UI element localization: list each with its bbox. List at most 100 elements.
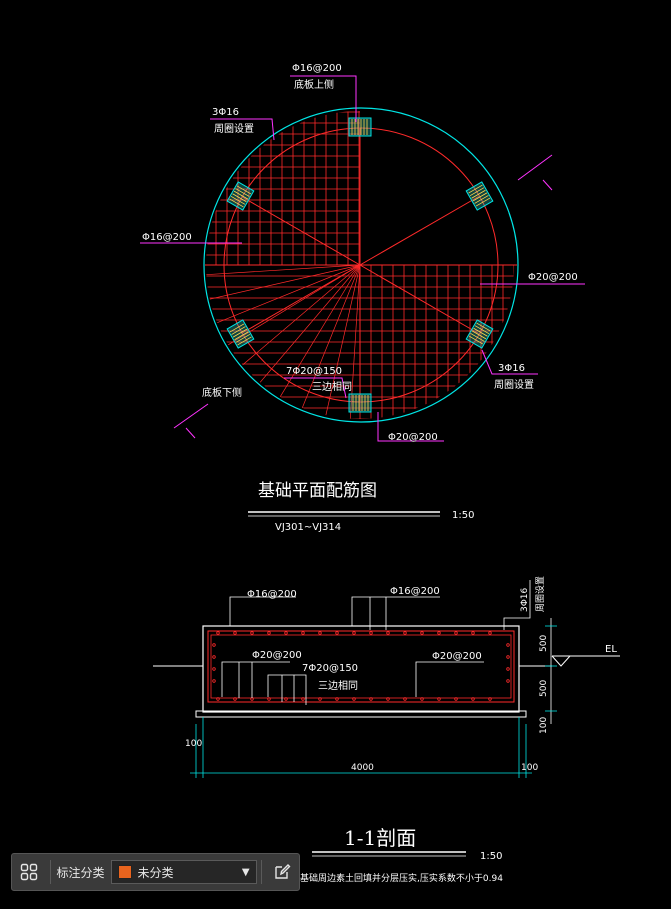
rebar-dot	[420, 631, 424, 635]
plan-top-label: Φ16@200	[292, 63, 342, 74]
section-dim-100-right: 100	[539, 717, 549, 734]
column-stub-outline	[348, 393, 372, 413]
rebar-radial-line	[295, 264, 361, 419]
plan-bottom-label: Φ20@200	[388, 432, 438, 443]
plan-outline-circle	[203, 107, 519, 423]
column-stub-rebar	[476, 322, 491, 332]
plan-title: 基础平面配筋图	[258, 481, 377, 501]
column-stub-outline	[465, 181, 494, 211]
column-stub	[465, 181, 494, 211]
foundation-plan	[203, 107, 519, 423]
plan-annotations: Φ16@200 底板上侧 3Φ16 周圈设置 Φ16@200 Φ20@200 3…	[140, 63, 585, 533]
rebar-spoke	[241, 264, 361, 334]
plan-center-label: 7Φ20@150	[286, 366, 342, 377]
toolbar-separator	[260, 860, 262, 884]
rebar-dot	[437, 631, 441, 635]
column-stub-rebar	[474, 325, 490, 335]
column-stubs	[226, 117, 494, 413]
column-stub-rebar	[235, 188, 250, 197]
section-rebar-dots	[212, 631, 510, 701]
rebar-dot	[386, 631, 390, 635]
chevron-down-icon: ▼	[241, 866, 250, 878]
rebar-dot	[233, 697, 237, 701]
section-label-mid-center-sub: 三边相同	[318, 679, 358, 692]
rebar-dot	[212, 643, 216, 647]
column-stub-outline	[348, 117, 372, 137]
column-stub-rebar	[232, 328, 248, 338]
rebar-dot	[506, 667, 510, 671]
plan-left-label: Φ16@200	[142, 232, 192, 243]
rebar-dot	[471, 697, 475, 701]
plan-center-sub: 三边相同	[312, 380, 352, 393]
rebar-spoke	[359, 264, 479, 334]
rebar-dot	[301, 697, 305, 701]
section-label-mid-center: 7Φ20@150	[302, 663, 358, 674]
rebar-radial-line	[271, 264, 361, 411]
category-select[interactable]: 未分类 ▼	[110, 860, 257, 884]
column-stub-outline	[465, 319, 494, 349]
section-label-mid-left: Φ20@200	[252, 650, 302, 661]
section-label-mid-right: Φ20@200	[432, 651, 482, 662]
section-dim-100-left: 100	[185, 739, 202, 749]
rebar-dot	[403, 631, 407, 635]
section-dim-500-top: 500	[539, 635, 549, 652]
rebar-radial-line	[206, 264, 361, 330]
category-selected-value: 未分类	[137, 865, 174, 880]
grid-icon	[20, 863, 37, 881]
plan-right-label: Φ20@200	[528, 272, 578, 283]
rebar-dot	[318, 697, 322, 701]
column-stub-rebar	[469, 187, 485, 197]
rebar-dot	[301, 631, 305, 635]
category-color-swatch	[117, 865, 132, 879]
rebar-dot	[233, 631, 237, 635]
rebar-dot	[250, 631, 254, 635]
column-stub-rebar	[475, 197, 491, 207]
edit-button[interactable]	[266, 855, 300, 889]
category-label: 标注分类	[56, 865, 105, 880]
column-stub-rebar	[472, 192, 488, 202]
section-note: 注:基础周边素土回填并分层压实,压实系数不小于0.94	[288, 872, 503, 884]
plan-ring-bottom-right-sub: 周圈设置	[494, 379, 534, 391]
column-stub	[348, 393, 372, 413]
rebar-spoke	[241, 196, 361, 266]
rebar-dot	[352, 697, 356, 701]
rebar-dot	[318, 631, 322, 635]
column-stub-rebar	[229, 323, 245, 333]
section-dim-4000: 4000	[351, 763, 374, 773]
rebar-dot	[488, 697, 492, 701]
column-stub-rebar	[234, 331, 249, 341]
rebar-radial-line	[321, 264, 361, 419]
column-stub-rebar	[232, 193, 247, 203]
section-base	[195, 710, 527, 718]
rebar-dot	[369, 631, 373, 635]
plan-scale: 1:50	[452, 510, 474, 521]
section-title: 1-1剖面	[344, 826, 416, 850]
grid-menu-button[interactable]	[12, 855, 46, 889]
column-stub	[348, 117, 372, 137]
rebar-dot	[506, 643, 510, 647]
rebar-dot	[454, 631, 458, 635]
plan-bottom-left-sub: 底板下侧	[202, 386, 242, 399]
rebar-dot	[471, 631, 475, 635]
column-stub-rebar	[235, 333, 251, 343]
toolbar-separator	[49, 860, 51, 884]
plan-ring-top-left-sub: 周圈设置	[214, 123, 254, 135]
rebar-radial-line	[214, 264, 361, 354]
rebar-dot	[335, 697, 339, 701]
section-scale: 1:50	[480, 851, 502, 862]
rebar-dot	[216, 631, 220, 635]
section-outline	[202, 625, 520, 713]
column-stub-rebar	[229, 198, 244, 208]
column-stub-rebar	[230, 195, 246, 205]
column-stub	[226, 319, 255, 349]
column-stub-rebar	[474, 195, 489, 204]
plan-ring-bottom-right: 3Φ16	[498, 363, 525, 374]
rebar-radial-line	[206, 264, 361, 277]
section-dim-500-bottom: 500	[539, 680, 549, 697]
rebar-dot	[506, 679, 510, 683]
column-stub-rebar	[231, 326, 246, 335]
column-stub	[226, 181, 255, 211]
rebar-spoke	[359, 196, 479, 266]
column-stub-rebar	[233, 190, 249, 200]
